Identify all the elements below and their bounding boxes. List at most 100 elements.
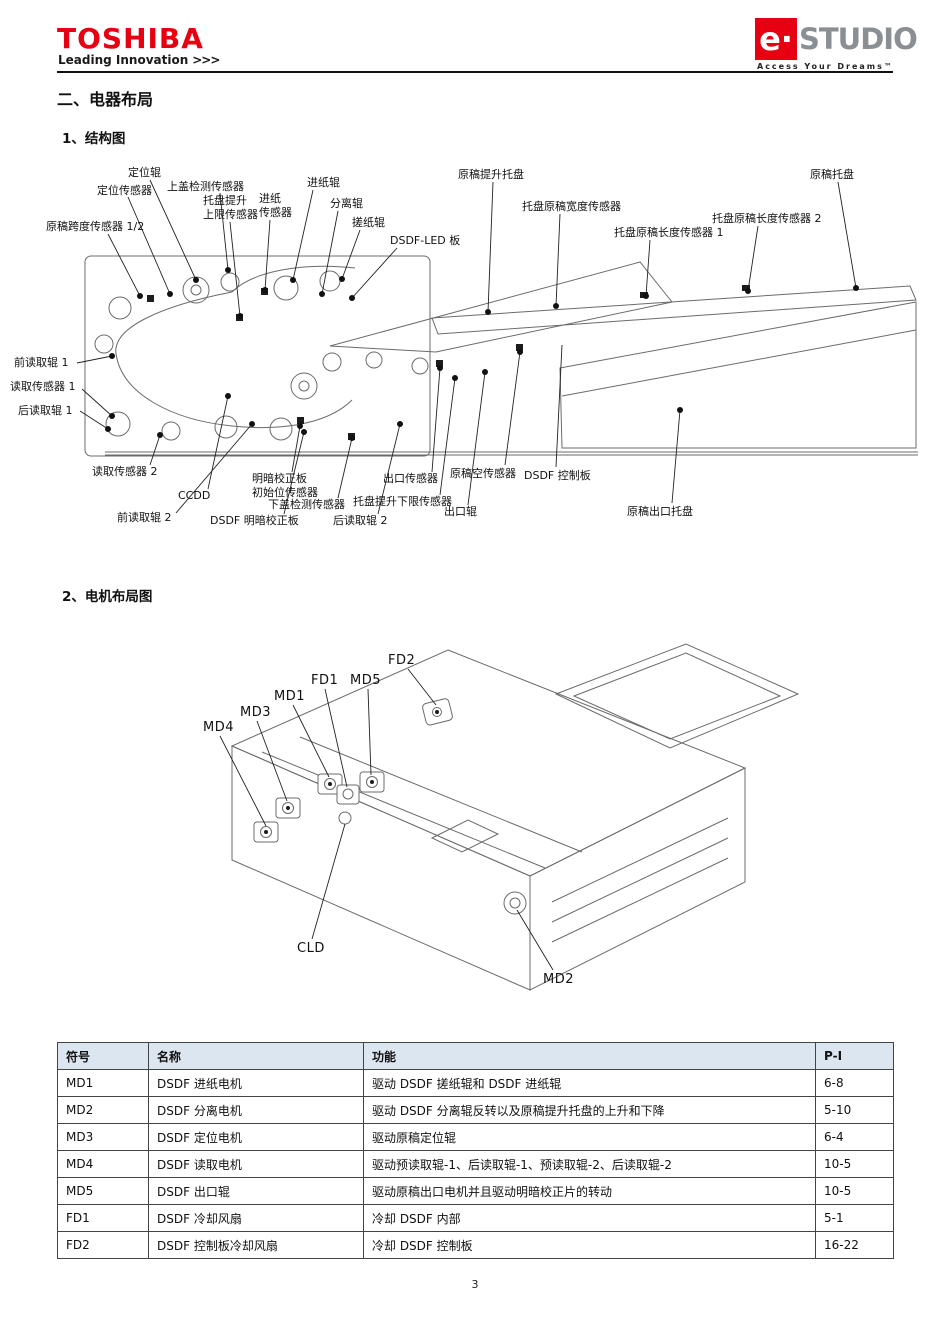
diagram-label: 托盘提升下限传感器 — [353, 495, 452, 508]
table-header-cell: 符号 — [57, 1042, 149, 1070]
diagram-label: CLD — [297, 941, 325, 956]
section-title: 二、电器布局 — [57, 90, 154, 109]
leader-dot — [167, 291, 173, 297]
diagram-label: 托盘原稿长度传感器 2 — [712, 212, 822, 225]
diagram-label: 读取传感器 2 — [92, 465, 158, 478]
leader-dot — [290, 277, 296, 283]
leader-line — [76, 355, 113, 364]
leader-dot — [452, 375, 458, 381]
table-cell: MD1 — [57, 1069, 149, 1097]
diagram-label: MD4 — [203, 720, 234, 735]
diagram-label: DSDF-LED 板 — [390, 234, 461, 247]
leader-line — [149, 179, 197, 281]
table-cell: FD2 — [57, 1231, 149, 1259]
leader-line — [79, 410, 109, 430]
diagram-label: MD3 — [240, 705, 271, 720]
leader-dot — [517, 349, 523, 355]
diagram-label: FD1 — [311, 673, 339, 688]
table-cell: 驱动原稿定位辊 — [363, 1123, 816, 1151]
leader-line — [107, 233, 141, 297]
leader-line — [407, 668, 437, 706]
diagram-label: CCDD — [178, 489, 211, 502]
leader-dot — [339, 276, 345, 282]
leader-dot — [249, 421, 255, 427]
diagram-label: 上盖检测传感器 — [167, 180, 244, 193]
leader-dot — [301, 429, 307, 435]
diagram-label: FD2 — [388, 653, 416, 668]
diagram-label: DSDF 控制板 — [524, 469, 591, 482]
leader-dot — [237, 313, 243, 319]
leader-dot — [319, 291, 325, 297]
leader-line — [341, 229, 361, 280]
leader-line — [256, 720, 288, 802]
diagram-label: 出口传感器 — [383, 472, 438, 485]
leader-dot — [262, 287, 268, 293]
leader-line — [321, 210, 339, 295]
leader-dot — [349, 435, 355, 441]
diagram-label: 原稿空传感器 — [450, 467, 516, 480]
table-cell: DSDF 冷却风扇 — [148, 1204, 364, 1232]
leader-dot — [109, 413, 115, 419]
estudio-wordmark: STUDIO — [799, 22, 918, 56]
leader-line — [439, 377, 456, 496]
motor-diagram-art — [230, 643, 800, 991]
leader-line — [555, 213, 561, 307]
table-cell: DSDF 进纸电机 — [148, 1069, 364, 1097]
diagram-label: 进纸 传感器 — [259, 192, 292, 220]
leader-dot — [109, 353, 115, 359]
leader-line — [351, 247, 398, 299]
leader-line — [645, 239, 651, 297]
leader-line — [324, 688, 348, 788]
leader-dot — [437, 365, 443, 371]
table-cell: MD2 — [57, 1096, 149, 1124]
leader-line — [149, 434, 161, 466]
table-header-cell: P-I — [815, 1042, 894, 1070]
table-cell: 驱动 DSDF 搓纸辊和 DSDF 进纸辊 — [363, 1069, 816, 1097]
table-cell: 6-4 — [815, 1123, 894, 1151]
leader-dot — [157, 432, 163, 438]
leader-line — [311, 823, 346, 940]
leader-line — [377, 423, 401, 515]
table-cell: 5-1 — [815, 1204, 894, 1232]
leader-line — [81, 388, 113, 417]
table-cell: 驱动 DSDF 分离辊反转以及原稿提升托盘的上升和下降 — [363, 1096, 816, 1124]
subsection-title-motor: 2、电机布局图 — [62, 589, 153, 605]
diagram-label: 下盖检测传感器 — [268, 498, 345, 511]
leader-line — [229, 221, 241, 317]
diagram-label: 后读取辊 2 — [333, 514, 388, 527]
diagram-label: 读取传感器 1 — [10, 380, 76, 393]
table-cell: DSDF 分离电机 — [148, 1096, 364, 1124]
structure-diagram-art — [84, 255, 918, 457]
table-cell: FD1 — [57, 1204, 149, 1232]
leader-line — [219, 192, 229, 271]
leader-line — [175, 423, 253, 514]
leader-dot — [853, 285, 859, 291]
leader-line — [292, 704, 330, 778]
leader-line — [504, 351, 521, 466]
table-cell: MD5 — [57, 1177, 149, 1205]
table-cell: DSDF 控制板冷却风扇 — [148, 1231, 364, 1259]
table-cell: MD3 — [57, 1123, 149, 1151]
leader-line — [264, 219, 271, 291]
leader-dot — [225, 267, 231, 273]
leader-dot — [643, 293, 649, 299]
toshiba-logo: TOSHIBA — [57, 22, 204, 55]
leader-dot — [349, 295, 355, 301]
table-cell: 冷却 DSDF 控制板 — [363, 1231, 816, 1259]
leader-line — [283, 431, 305, 515]
leader-line — [467, 371, 486, 506]
table-cell: 5-10 — [815, 1096, 894, 1124]
leader-line — [671, 409, 681, 504]
diagram-label: 原稿出口托盘 — [627, 505, 693, 518]
table-cell: 10-5 — [815, 1177, 894, 1205]
leader-line — [127, 196, 171, 295]
leader-dot — [137, 293, 143, 299]
table-cell: 16-22 — [815, 1231, 894, 1259]
leader-dot — [397, 421, 403, 427]
brand-tagline-text: Leading Innovation — [58, 53, 189, 67]
